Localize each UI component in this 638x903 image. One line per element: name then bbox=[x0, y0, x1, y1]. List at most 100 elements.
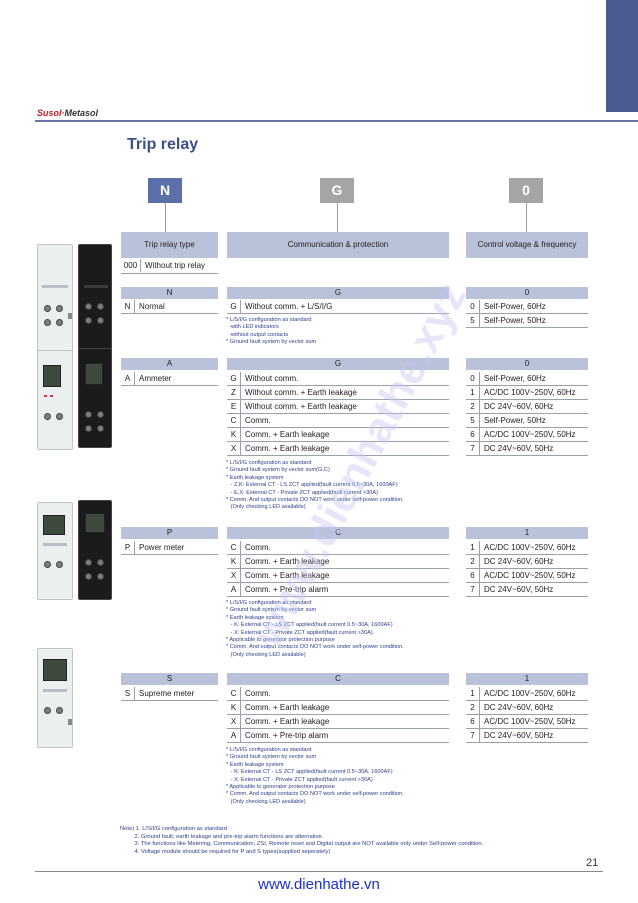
volt-label: AC/DC 100V~250V, 50Hz bbox=[484, 571, 576, 580]
comm-code: E bbox=[227, 400, 241, 413]
band-volt-p: 1 bbox=[466, 527, 588, 539]
comm-label: Comm. bbox=[245, 416, 271, 425]
comm-row: X Comm. + Earth leakage bbox=[227, 442, 449, 456]
volt-label: Self-Power, 60Hz bbox=[484, 302, 546, 311]
volt-label: DC 24V~60V, 60Hz bbox=[484, 703, 554, 712]
band-comm-s: C bbox=[227, 673, 449, 685]
code-box-voltage: 0 bbox=[509, 178, 543, 203]
no-relay-row: 000 Without trip relay bbox=[121, 259, 218, 274]
comm-label: Without comm. + Earth leakage bbox=[245, 402, 357, 411]
band-volt-n: 0 bbox=[466, 287, 588, 299]
volt-row: 2 DC 24V~60V, 60Hz bbox=[466, 555, 588, 569]
type-code: P bbox=[121, 541, 135, 554]
type-label: Supreme meter bbox=[139, 689, 195, 698]
comm-code: Z bbox=[227, 386, 241, 399]
volt-label: DC 24V~60V, 60Hz bbox=[484, 557, 554, 566]
comm-label: Comm. + Pre-trip alarm bbox=[245, 731, 329, 740]
volt-code: 1 bbox=[466, 687, 480, 700]
connector-line bbox=[526, 203, 527, 232]
comm-row: K Comm. + Earth leakage bbox=[227, 555, 449, 569]
type-code: S bbox=[121, 687, 135, 700]
band-type-s: S bbox=[121, 673, 218, 685]
header-rule bbox=[35, 120, 638, 122]
band-volt-s: 1 bbox=[466, 673, 588, 685]
band-type-a: A bbox=[121, 358, 218, 370]
comm-label: Comm. + Earth leakage bbox=[245, 703, 330, 712]
volt-code: 2 bbox=[466, 555, 480, 568]
band-type-p: P bbox=[121, 527, 218, 539]
code-box-comm: G bbox=[320, 178, 354, 203]
comm-code: X bbox=[227, 442, 241, 455]
type-label: Normal bbox=[139, 302, 165, 311]
code-box-type: N bbox=[148, 178, 182, 203]
volt-row: 0 Self-Power, 60Hz bbox=[466, 300, 588, 314]
volt-label: Self-Power, 60Hz bbox=[484, 374, 546, 383]
volt-code: 2 bbox=[466, 701, 480, 714]
header-voltage: Control voltage & frequency bbox=[466, 232, 588, 258]
footer-rule bbox=[35, 871, 603, 872]
comm-label: Comm. + Earth leakage bbox=[245, 717, 330, 726]
volt-code: 5 bbox=[466, 414, 480, 427]
volt-code: 0 bbox=[466, 300, 480, 313]
comm-label: Comm. bbox=[245, 543, 271, 552]
relay-image-s-white bbox=[37, 648, 73, 748]
volt-code: 5 bbox=[466, 314, 480, 327]
volt-label: Self-Power, 50Hz bbox=[484, 416, 546, 425]
comm-label: Comm. bbox=[245, 689, 271, 698]
comm-label: Comm. + Pre-trip alarm bbox=[245, 585, 329, 594]
volt-label: Self-Power, 50Hz bbox=[484, 316, 546, 325]
type-row-n: N Normal bbox=[121, 300, 218, 314]
comm-label: Comm. + Earth leakage bbox=[245, 557, 330, 566]
volt-label: AC/DC 100V~250V, 60Hz bbox=[484, 543, 576, 552]
no-relay-label: Without trip relay bbox=[145, 261, 206, 270]
volt-row: 5 Self-Power, 50Hz bbox=[466, 314, 588, 328]
volt-code: 7 bbox=[466, 729, 480, 742]
comm-row: K Comm. + Earth leakage bbox=[227, 701, 449, 715]
comm-code: K bbox=[227, 555, 241, 568]
comm-code: X bbox=[227, 715, 241, 728]
volt-code: 7 bbox=[466, 442, 480, 455]
comm-code: C bbox=[227, 541, 241, 554]
notes-s: * L/S/I/G configuration as standard * Gr… bbox=[226, 747, 404, 805]
relay-image-n-white bbox=[37, 244, 73, 356]
volt-code: 6 bbox=[466, 428, 480, 441]
volt-row: 0 Self-Power, 60Hz bbox=[466, 372, 588, 386]
relay-image-a-black bbox=[78, 348, 112, 448]
comm-code: G bbox=[227, 372, 241, 385]
connector-line bbox=[165, 203, 166, 232]
comm-label: Comm. + Earth leakage bbox=[245, 571, 330, 580]
comm-code: K bbox=[227, 701, 241, 714]
footnote: Note) 1. L/S/I/G configuration as standa… bbox=[120, 826, 484, 855]
comm-code: G bbox=[227, 300, 241, 313]
comm-code: A bbox=[227, 583, 241, 596]
volt-code: 2 bbox=[466, 400, 480, 413]
website-link[interactable]: www.dienhathe.vn bbox=[258, 876, 380, 893]
type-code: A bbox=[121, 372, 135, 385]
volt-code: 6 bbox=[466, 715, 480, 728]
comm-row: X Comm. + Earth leakage bbox=[227, 715, 449, 729]
no-relay-code: 000 bbox=[121, 259, 141, 272]
comm-label: Comm. + Earth leakage bbox=[245, 444, 330, 453]
page-title: Trip relay bbox=[127, 136, 199, 153]
type-code: N bbox=[121, 300, 135, 313]
relay-image-p-white bbox=[37, 502, 73, 600]
volt-label: AC/DC 100V~250V, 60Hz bbox=[484, 689, 576, 698]
comm-row: G Without comm. bbox=[227, 372, 449, 386]
comm-label: Without comm. bbox=[245, 374, 299, 383]
comm-code: C bbox=[227, 687, 241, 700]
volt-code: 0 bbox=[466, 372, 480, 385]
connector-line bbox=[337, 203, 338, 232]
comm-row: E Without comm. + Earth leakage bbox=[227, 400, 449, 414]
volt-label: DC 24V~60V, 50Hz bbox=[484, 585, 554, 594]
